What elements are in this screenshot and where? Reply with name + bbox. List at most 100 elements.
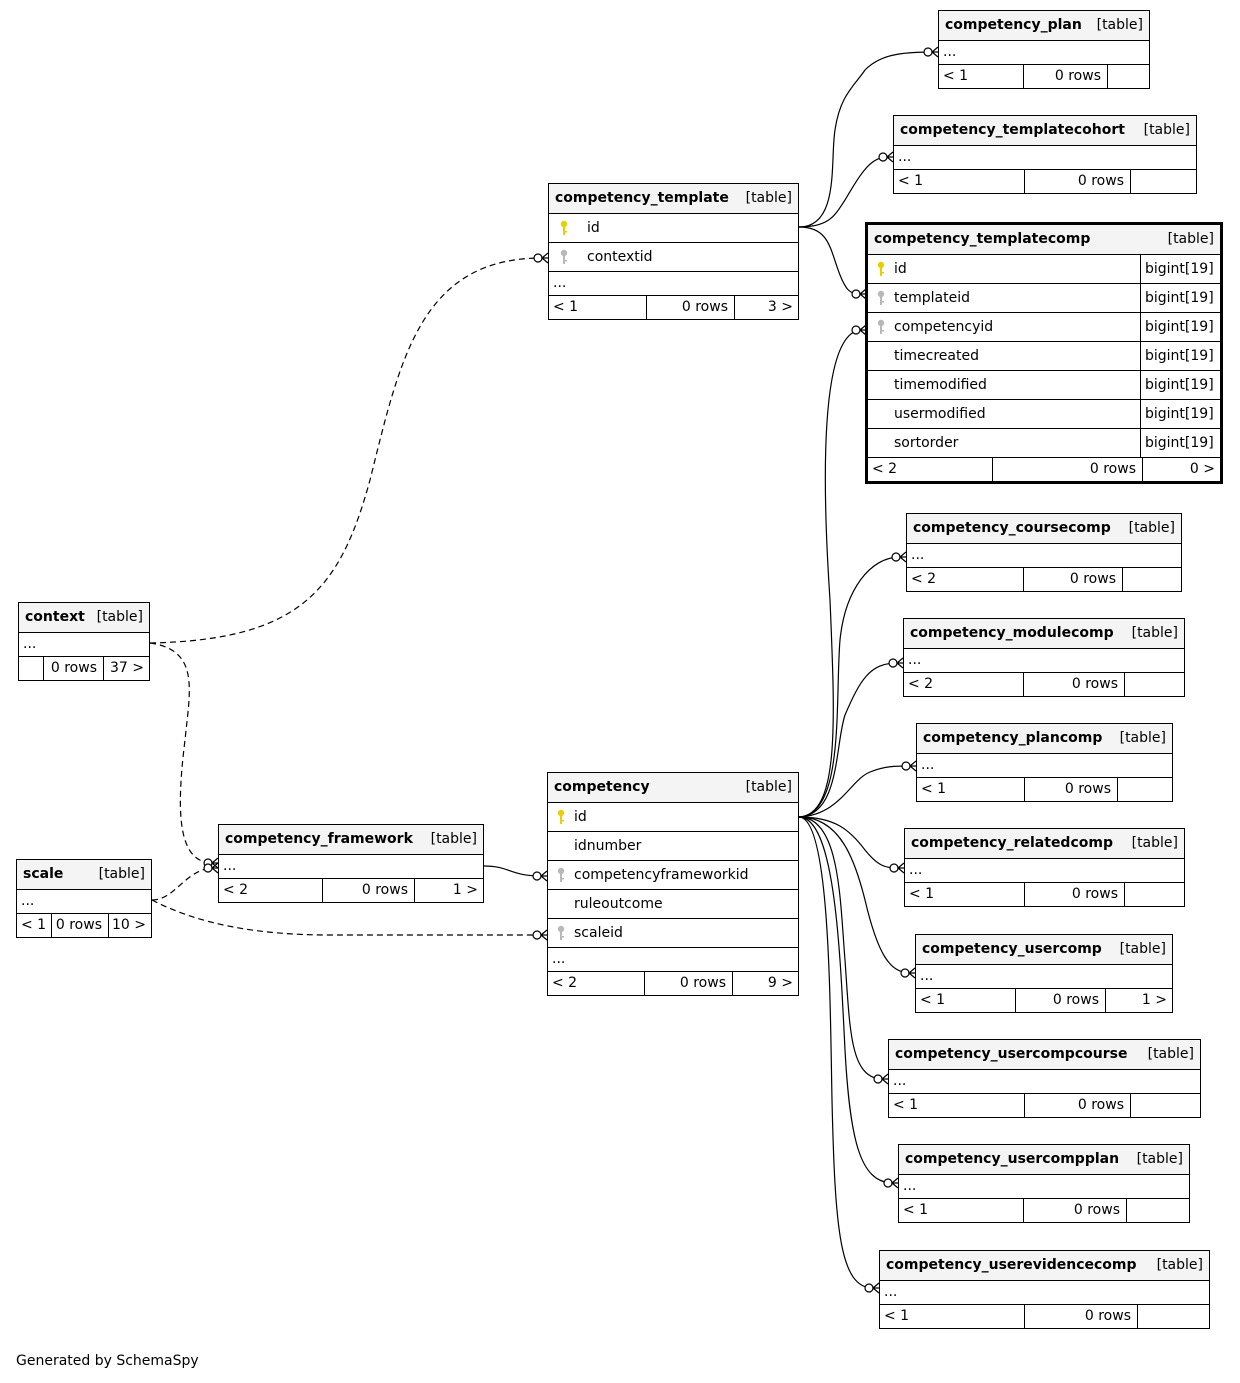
more-columns[interactable]: ...	[917, 753, 1172, 777]
child-count[interactable]: 9 >	[732, 972, 798, 995]
table-footer: < 1 0 rows	[889, 1093, 1200, 1117]
table-competency_userevidencecomp[interactable]: competency_userevidencecomp[table] ... <…	[879, 1250, 1210, 1329]
parent-count[interactable]	[19, 657, 43, 680]
row-count: 0 rows	[992, 458, 1142, 481]
edge-context-framework	[149, 642, 219, 869]
table-type: [table]	[1096, 17, 1143, 33]
more-columns[interactable]: ...	[19, 632, 149, 656]
table-competency_templatecohort[interactable]: competency_templatecohort[table] ... < 1…	[893, 115, 1197, 194]
parent-count[interactable]: < 1	[898, 173, 924, 189]
table-name: competency	[554, 779, 650, 795]
table-footer: < 1 0 rows	[894, 169, 1196, 193]
table-competency[interactable]: competency[table] id idnumber competency…	[547, 772, 799, 996]
column-scaleid[interactable]: scaleid	[548, 918, 798, 947]
more-columns[interactable]: ...	[880, 1280, 1209, 1304]
table-header: competency_plancomp[table]	[917, 724, 1172, 753]
parent-count[interactable]: < 2	[908, 676, 934, 692]
more-columns[interactable]: ...	[905, 858, 1184, 882]
column-idnumber[interactable]: idnumber	[548, 831, 798, 860]
parent-count[interactable]: < 1	[903, 1202, 929, 1218]
parent-count[interactable]: < 1	[920, 992, 946, 1008]
child-count[interactable]	[1124, 883, 1184, 906]
more-columns[interactable]: ...	[548, 947, 798, 971]
table-name: competency_plan	[945, 17, 1082, 33]
parent-count[interactable]: < 2	[872, 461, 898, 477]
child-count[interactable]	[1124, 673, 1184, 696]
parent-count[interactable]: < 2	[552, 975, 578, 991]
table-header: competency_plan [table]	[939, 11, 1149, 40]
row-count: 0 rows	[1024, 170, 1130, 193]
row-count: 0 rows	[1024, 883, 1124, 906]
child-count[interactable]	[1130, 1094, 1200, 1117]
parent-count[interactable]: < 2	[223, 882, 249, 898]
parent-count[interactable]: < 1	[943, 68, 969, 84]
child-count[interactable]	[1130, 170, 1196, 193]
table-header: context[table]	[19, 603, 149, 632]
child-count[interactable]	[1122, 568, 1181, 591]
parent-count[interactable]: < 1	[909, 886, 935, 902]
more-columns[interactable]: ...	[894, 145, 1196, 169]
child-count[interactable]: 3 >	[734, 296, 798, 319]
child-count[interactable]	[1117, 778, 1172, 801]
child-count[interactable]: 0 >	[1142, 458, 1220, 481]
column-type: bigint[19]	[1140, 255, 1220, 283]
column-contextid[interactable]: contextid	[549, 242, 798, 271]
more-columns[interactable]: ...	[17, 889, 151, 913]
parent-count[interactable]: < 1	[884, 1308, 910, 1324]
parent-count[interactable]: < 1	[553, 299, 579, 315]
column-ruleoutcome[interactable]: ruleoutcome	[548, 889, 798, 918]
row-count: 0 rows	[1024, 1094, 1130, 1117]
more-columns[interactable]: ...	[219, 854, 483, 878]
column-id[interactable]: id	[549, 213, 798, 242]
parent-count[interactable]: < 1	[21, 917, 47, 933]
more-columns[interactable]: ...	[907, 543, 1181, 567]
child-count[interactable]: 1 >	[1105, 989, 1172, 1012]
table-type: [table]	[1143, 122, 1190, 138]
table-header: competency[table]	[548, 773, 798, 802]
child-count[interactable]	[1126, 1199, 1189, 1222]
child-count[interactable]: 37 >	[103, 657, 149, 680]
column-name: usermodified	[894, 406, 986, 422]
edge-competency-templatecomp	[798, 324, 867, 818]
child-count[interactable]	[1107, 65, 1149, 88]
primary-key-icon	[557, 809, 565, 824]
column-competencyframeworkid[interactable]: competencyframeworkid	[548, 860, 798, 889]
more-columns[interactable]: ...	[939, 40, 1149, 64]
more-columns[interactable]: ...	[904, 648, 1184, 672]
child-count[interactable]	[1137, 1305, 1209, 1328]
parent-count[interactable]: < 2	[911, 571, 937, 587]
table-competency_template[interactable]: competency_template[table] id contextid …	[548, 183, 799, 320]
more-columns[interactable]: ...	[889, 1069, 1200, 1093]
more-columns[interactable]: ...	[916, 964, 1172, 988]
column-id[interactable]: id	[548, 802, 798, 831]
child-count[interactable]: 1 >	[414, 879, 483, 902]
parent-count[interactable]: < 1	[893, 1097, 919, 1113]
more-columns[interactable]: ...	[549, 271, 798, 295]
table-type: [table]	[1136, 1151, 1183, 1167]
child-count[interactable]: 10 >	[108, 914, 151, 937]
table-competency_usercompcourse[interactable]: competency_usercompcourse[table] ... < 1…	[888, 1039, 1201, 1118]
more-columns[interactable]: ...	[899, 1174, 1189, 1198]
parent-count[interactable]: < 1	[921, 781, 947, 797]
